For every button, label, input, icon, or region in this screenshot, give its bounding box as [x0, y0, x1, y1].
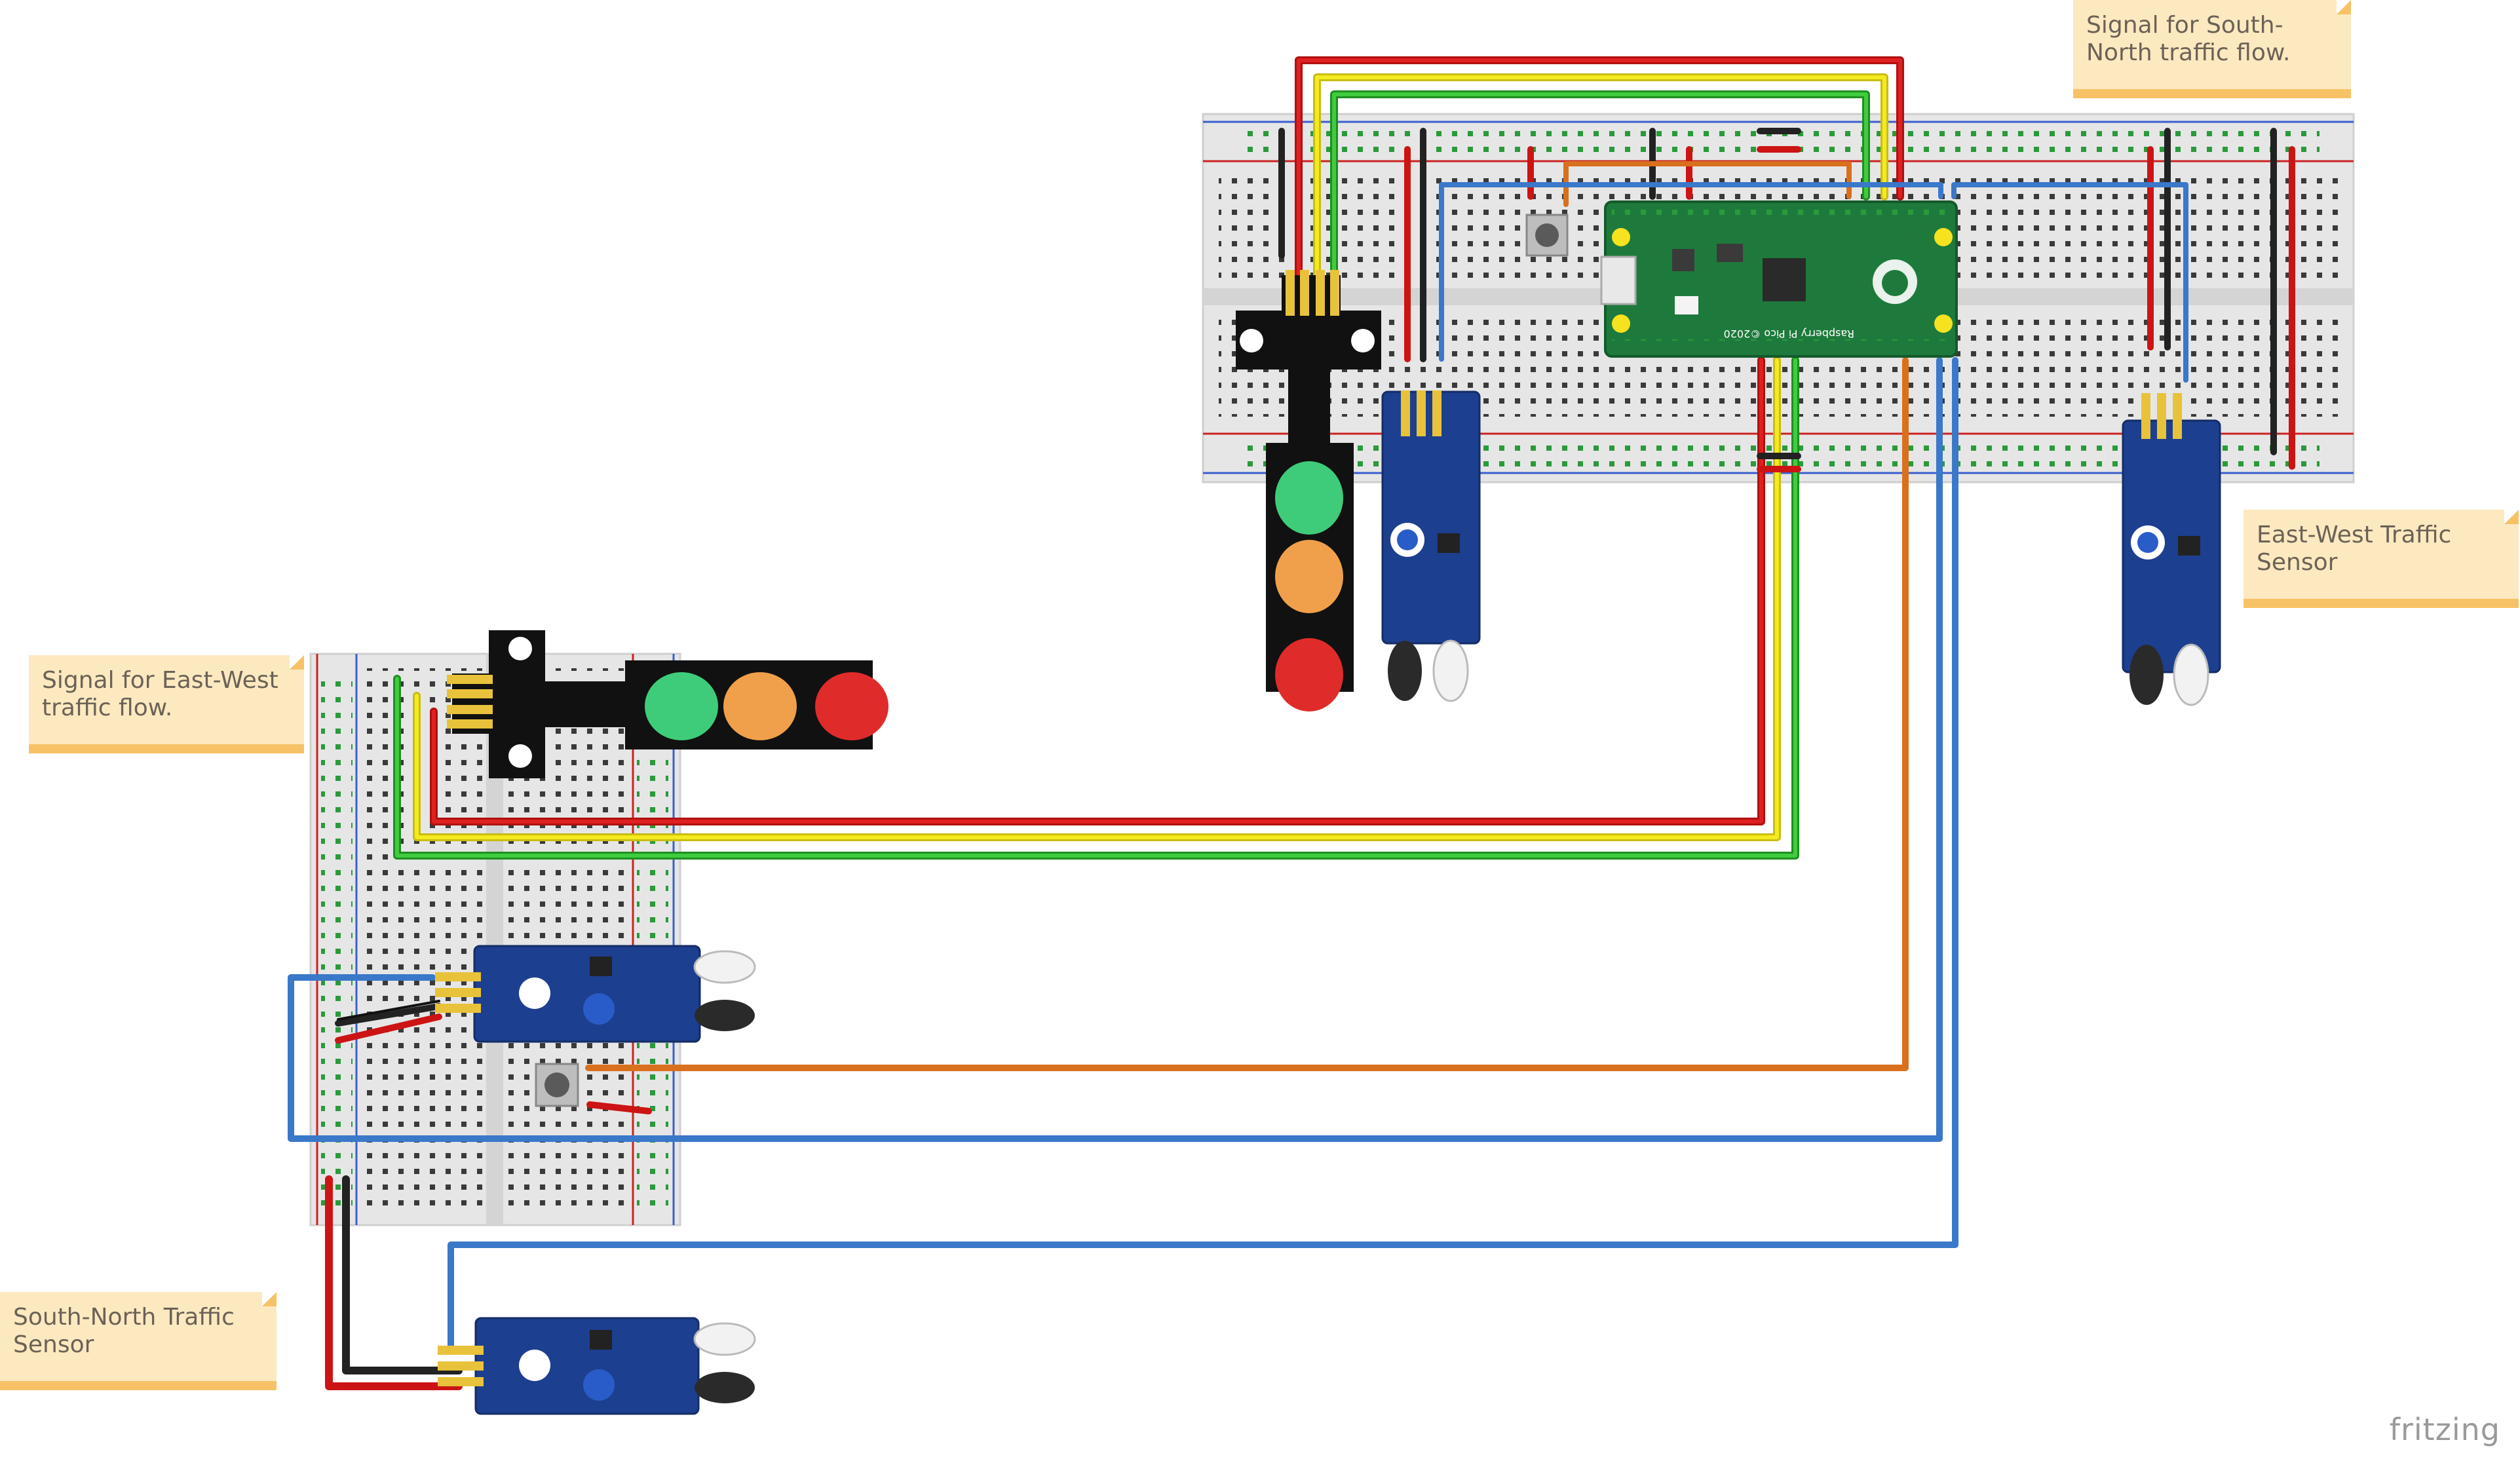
note-text: Signal for East-West traffic flow.	[42, 667, 278, 721]
ir-sensor-top-left	[1381, 390, 1481, 702]
wire-blue-ew-sensor	[288, 357, 1943, 1142]
fritzing-logo: fritzing	[2389, 1412, 2500, 1447]
pico-label: Raspberry Pi Pico ©2020	[1724, 328, 1854, 340]
wire-red-sn	[325, 1175, 463, 1390]
raspberry-pi-pico: Raspberry Pi Pico ©2020	[1600, 200, 1958, 358]
green-led	[1275, 461, 1343, 535]
amber-led	[1275, 540, 1343, 613]
note-text: South-North Traffic Sensor	[13, 1304, 235, 1358]
wire-blue-sn-sensor	[448, 357, 1958, 1353]
wire-orange-long	[585, 357, 1909, 1071]
rp2040-chip	[1763, 258, 1806, 301]
pushbutton-left[interactable]	[535, 1063, 579, 1107]
wire-blue-top-left	[1439, 182, 1943, 362]
note-east-west-sensor: East-West Traffic Sensor	[2243, 510, 2519, 608]
ir-sensor-south-north	[438, 1317, 756, 1415]
note-south-north-sensor: South-North Traffic Sensor	[0, 1292, 277, 1390]
usb-connector	[1600, 256, 1637, 305]
pushbutton-top[interactable]	[1525, 214, 1569, 257]
wire-black-sn	[342, 1175, 463, 1374]
red-led	[1275, 638, 1343, 711]
ir-sensor-left	[435, 945, 756, 1043]
wires	[288, 56, 2295, 1390]
ir-sensor-east-west	[2122, 393, 2221, 706]
note-text: Signal for South-North traffic flow.	[2086, 12, 2291, 66]
note-south-north-signal: Signal for South-North traffic flow.	[2073, 0, 2351, 98]
traffic-light-east-west	[447, 630, 888, 778]
note-east-west-signal: Signal for East-West traffic flow.	[29, 655, 304, 753]
wire-blue-top-right	[1951, 182, 2188, 383]
traffic-light-south-north	[1236, 270, 1381, 711]
note-text: East-West Traffic Sensor	[2257, 521, 2452, 576]
